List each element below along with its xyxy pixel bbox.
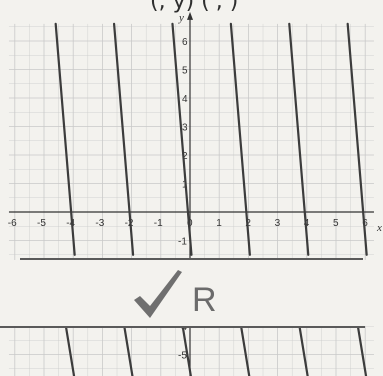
graph-line-segment xyxy=(346,22,368,256)
graphed-lines xyxy=(54,22,368,376)
x-tick-label: 3 xyxy=(275,218,281,229)
x-tick-label: 5 xyxy=(333,218,339,229)
y-tick-label: 6 xyxy=(182,37,188,48)
x-tick-label: 1 xyxy=(216,218,222,229)
y-tick-label: 5 xyxy=(182,66,188,77)
y-tick-label: 3 xyxy=(182,123,188,134)
graph-line-segment xyxy=(121,316,134,376)
x-tick-label: -2 xyxy=(125,218,134,229)
x-tick-label: -3 xyxy=(95,218,104,229)
x-axis-label: x xyxy=(376,222,382,234)
x-tick-label: 0 xyxy=(187,218,193,229)
graph-line-segment xyxy=(180,316,192,376)
answer-band xyxy=(0,260,383,326)
x-tick-label: 4 xyxy=(304,218,310,229)
y-tick-label: -5 xyxy=(178,351,187,362)
x-tick-label: -1 xyxy=(154,218,163,229)
header-fragment: (, y) (', ) xyxy=(150,0,238,14)
x-tick-label: 6 xyxy=(362,218,368,229)
y-axis-label: y xyxy=(178,12,184,24)
check-mark-icon xyxy=(134,270,182,318)
graph-line-segment xyxy=(296,316,309,376)
graph-line-segment xyxy=(229,22,251,256)
y-tick-label: 4 xyxy=(182,94,188,105)
x-tick-label: 2 xyxy=(245,218,251,229)
grade-letter: R xyxy=(192,281,217,319)
y-tick-label: 2 xyxy=(182,151,188,162)
graph-line-segment xyxy=(355,316,368,376)
y-tick-label: -1 xyxy=(178,237,187,248)
x-tick-label: -6 xyxy=(8,218,17,229)
x-tick-label: -4 xyxy=(66,218,75,229)
graph-line-segment xyxy=(288,22,310,256)
graph-line-segment xyxy=(238,316,251,376)
graph-line-segment xyxy=(171,22,193,256)
graph-line-segment xyxy=(63,316,76,376)
graph-line-segment xyxy=(112,22,135,256)
graph-line-segment xyxy=(54,22,76,256)
x-tick-labels: -6 -5 -4 -3 -2 -1 0 1 2 3 4 5 6 xyxy=(8,218,368,229)
x-tick-label: -5 xyxy=(37,218,46,229)
y-axis-arrow xyxy=(187,11,193,20)
